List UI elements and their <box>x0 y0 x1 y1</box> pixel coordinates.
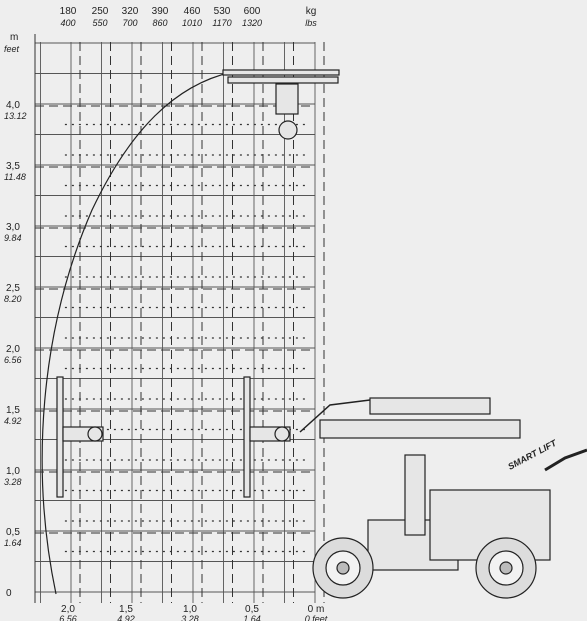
suction-rotator-joint <box>274 426 290 442</box>
y-tick-m: 4,0 <box>6 100 20 111</box>
top-tick-kg: 180 <box>60 6 77 17</box>
top-suction-beam <box>222 69 340 76</box>
wheel-hub <box>336 561 350 575</box>
top-tick-lbs: 550 <box>92 18 107 28</box>
y-tick-ft: 9.84 <box>4 233 22 243</box>
hydraulic-cylinder <box>404 454 426 536</box>
y-tick-m: 3,0 <box>6 222 20 233</box>
top-tick-kg: 600 <box>244 6 261 17</box>
x-tick-m: 1,5 <box>119 604 133 615</box>
boom-hook <box>299 399 371 433</box>
top-suction-frame <box>227 76 339 84</box>
top-tick-kg: 250 <box>92 6 109 17</box>
y-tick-m: 3,5 <box>6 161 20 172</box>
x-tick-ft: 6.56 <box>59 614 77 621</box>
x-tick-m: 2,0 <box>61 604 75 615</box>
top-tick-lbs: 1320 <box>242 18 262 28</box>
chart-grid <box>34 34 325 603</box>
top-tick-lbs: 1010 <box>182 18 202 28</box>
x-tick-m: 0 m <box>308 604 325 615</box>
y-tick-ft: 6.56 <box>4 355 22 365</box>
y-tick-ft: 1.64 <box>4 538 22 548</box>
reach-envelope <box>41 71 233 595</box>
x-tick-ft: 0 feet <box>305 614 328 621</box>
y-tick-m: 2,5 <box>6 283 20 294</box>
top-tick-kg: 460 <box>184 6 201 17</box>
suction-rotator-joint <box>87 426 103 442</box>
top-tick-lbs: 1170 <box>212 18 231 28</box>
y-tick-ft: 13.12 <box>4 111 27 121</box>
y-tick-ft: 4.92 <box>4 416 22 426</box>
y-unit-m: m <box>10 32 18 43</box>
top-tick-lbs: 860 <box>152 18 167 28</box>
top-rotator-head <box>275 83 299 115</box>
top-tick-lbs: 400 <box>60 18 75 28</box>
suction-plate-frame <box>56 376 64 498</box>
suction-plate-frame <box>243 376 251 498</box>
boom-upper <box>369 397 491 415</box>
y-tick-m: 1,0 <box>6 466 20 477</box>
wheel-hub <box>499 561 513 575</box>
y-tick-m: 2,0 <box>6 344 20 355</box>
y-tick-ft: 11.48 <box>4 172 26 182</box>
x-tick-ft: 3.28 <box>181 614 199 621</box>
top-rotator-joint <box>278 120 298 140</box>
y-tick-m: 0,5 <box>6 527 20 538</box>
top-tick-kg: 320 <box>122 6 139 17</box>
top-tick-kg: 530 <box>214 6 231 17</box>
y-unit-ft: feet <box>4 44 20 54</box>
x-tick-m: 0,5 <box>245 604 259 615</box>
y-tick-m: 1,5 <box>6 405 20 416</box>
boom-arm <box>319 419 521 439</box>
x-tick-ft: 4.92 <box>117 614 135 621</box>
y-tick-m: 0 <box>6 588 12 599</box>
y-tick-ft: 8.20 <box>4 294 22 304</box>
glass-lifter-machine: SMART LIFT <box>56 69 587 599</box>
x-tick-m: 1,0 <box>183 604 197 615</box>
tow-handle <box>544 448 587 472</box>
x-tick-ft: 1.64 <box>243 614 261 621</box>
reach-envelope-curve <box>41 71 233 595</box>
top-unit-kg: kg <box>306 6 317 17</box>
top-unit-lbs: lbs <box>305 18 317 28</box>
top-tick-kg: 390 <box>152 6 169 17</box>
top-tick-lbs: 700 <box>122 18 137 28</box>
y-tick-ft: 3.28 <box>4 477 22 487</box>
